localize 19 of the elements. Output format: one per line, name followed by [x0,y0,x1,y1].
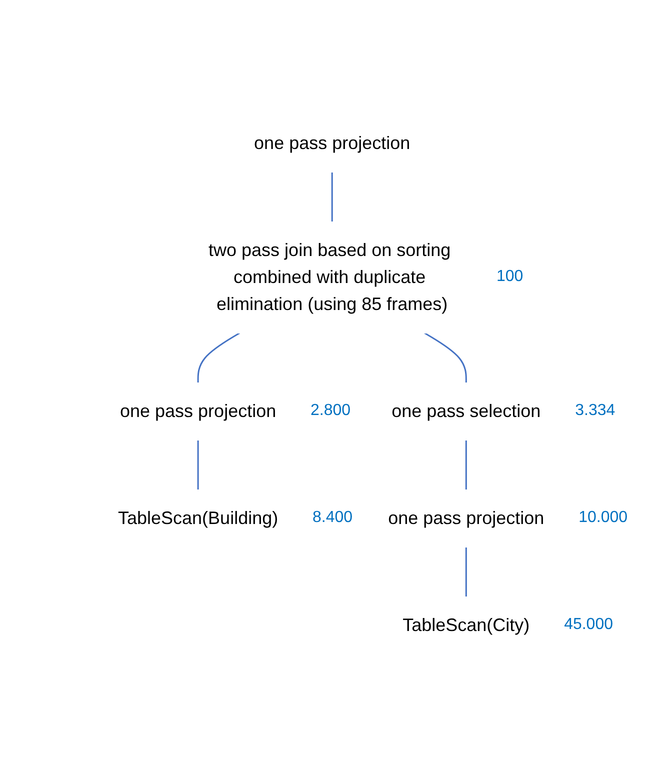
node-text: TableScan(City) [403,615,530,635]
connector [424,332,468,383]
connector [332,172,334,222]
connector [198,440,200,490]
node-text: TableScan(Building) [118,508,278,528]
cost-label: 100 [496,268,524,286]
node-text: one pass projection [388,508,545,528]
cost-label: 2.800 [310,402,351,420]
cost-label: 45.000 [564,616,613,634]
connector [466,547,468,597]
connector [466,440,468,490]
node-text: two pass join based on sorting combined with duplicate elimination (using 85 frames) [208,240,452,314]
cost-label: 10.000 [578,508,628,526]
node-text: one pass projection [120,401,276,421]
node-text: one pass projection [254,133,411,153]
connector [198,332,240,383]
node-text: one pass selection [392,401,542,421]
cost-label: 3.334 [575,402,616,420]
cost-label: 8.400 [312,508,353,526]
